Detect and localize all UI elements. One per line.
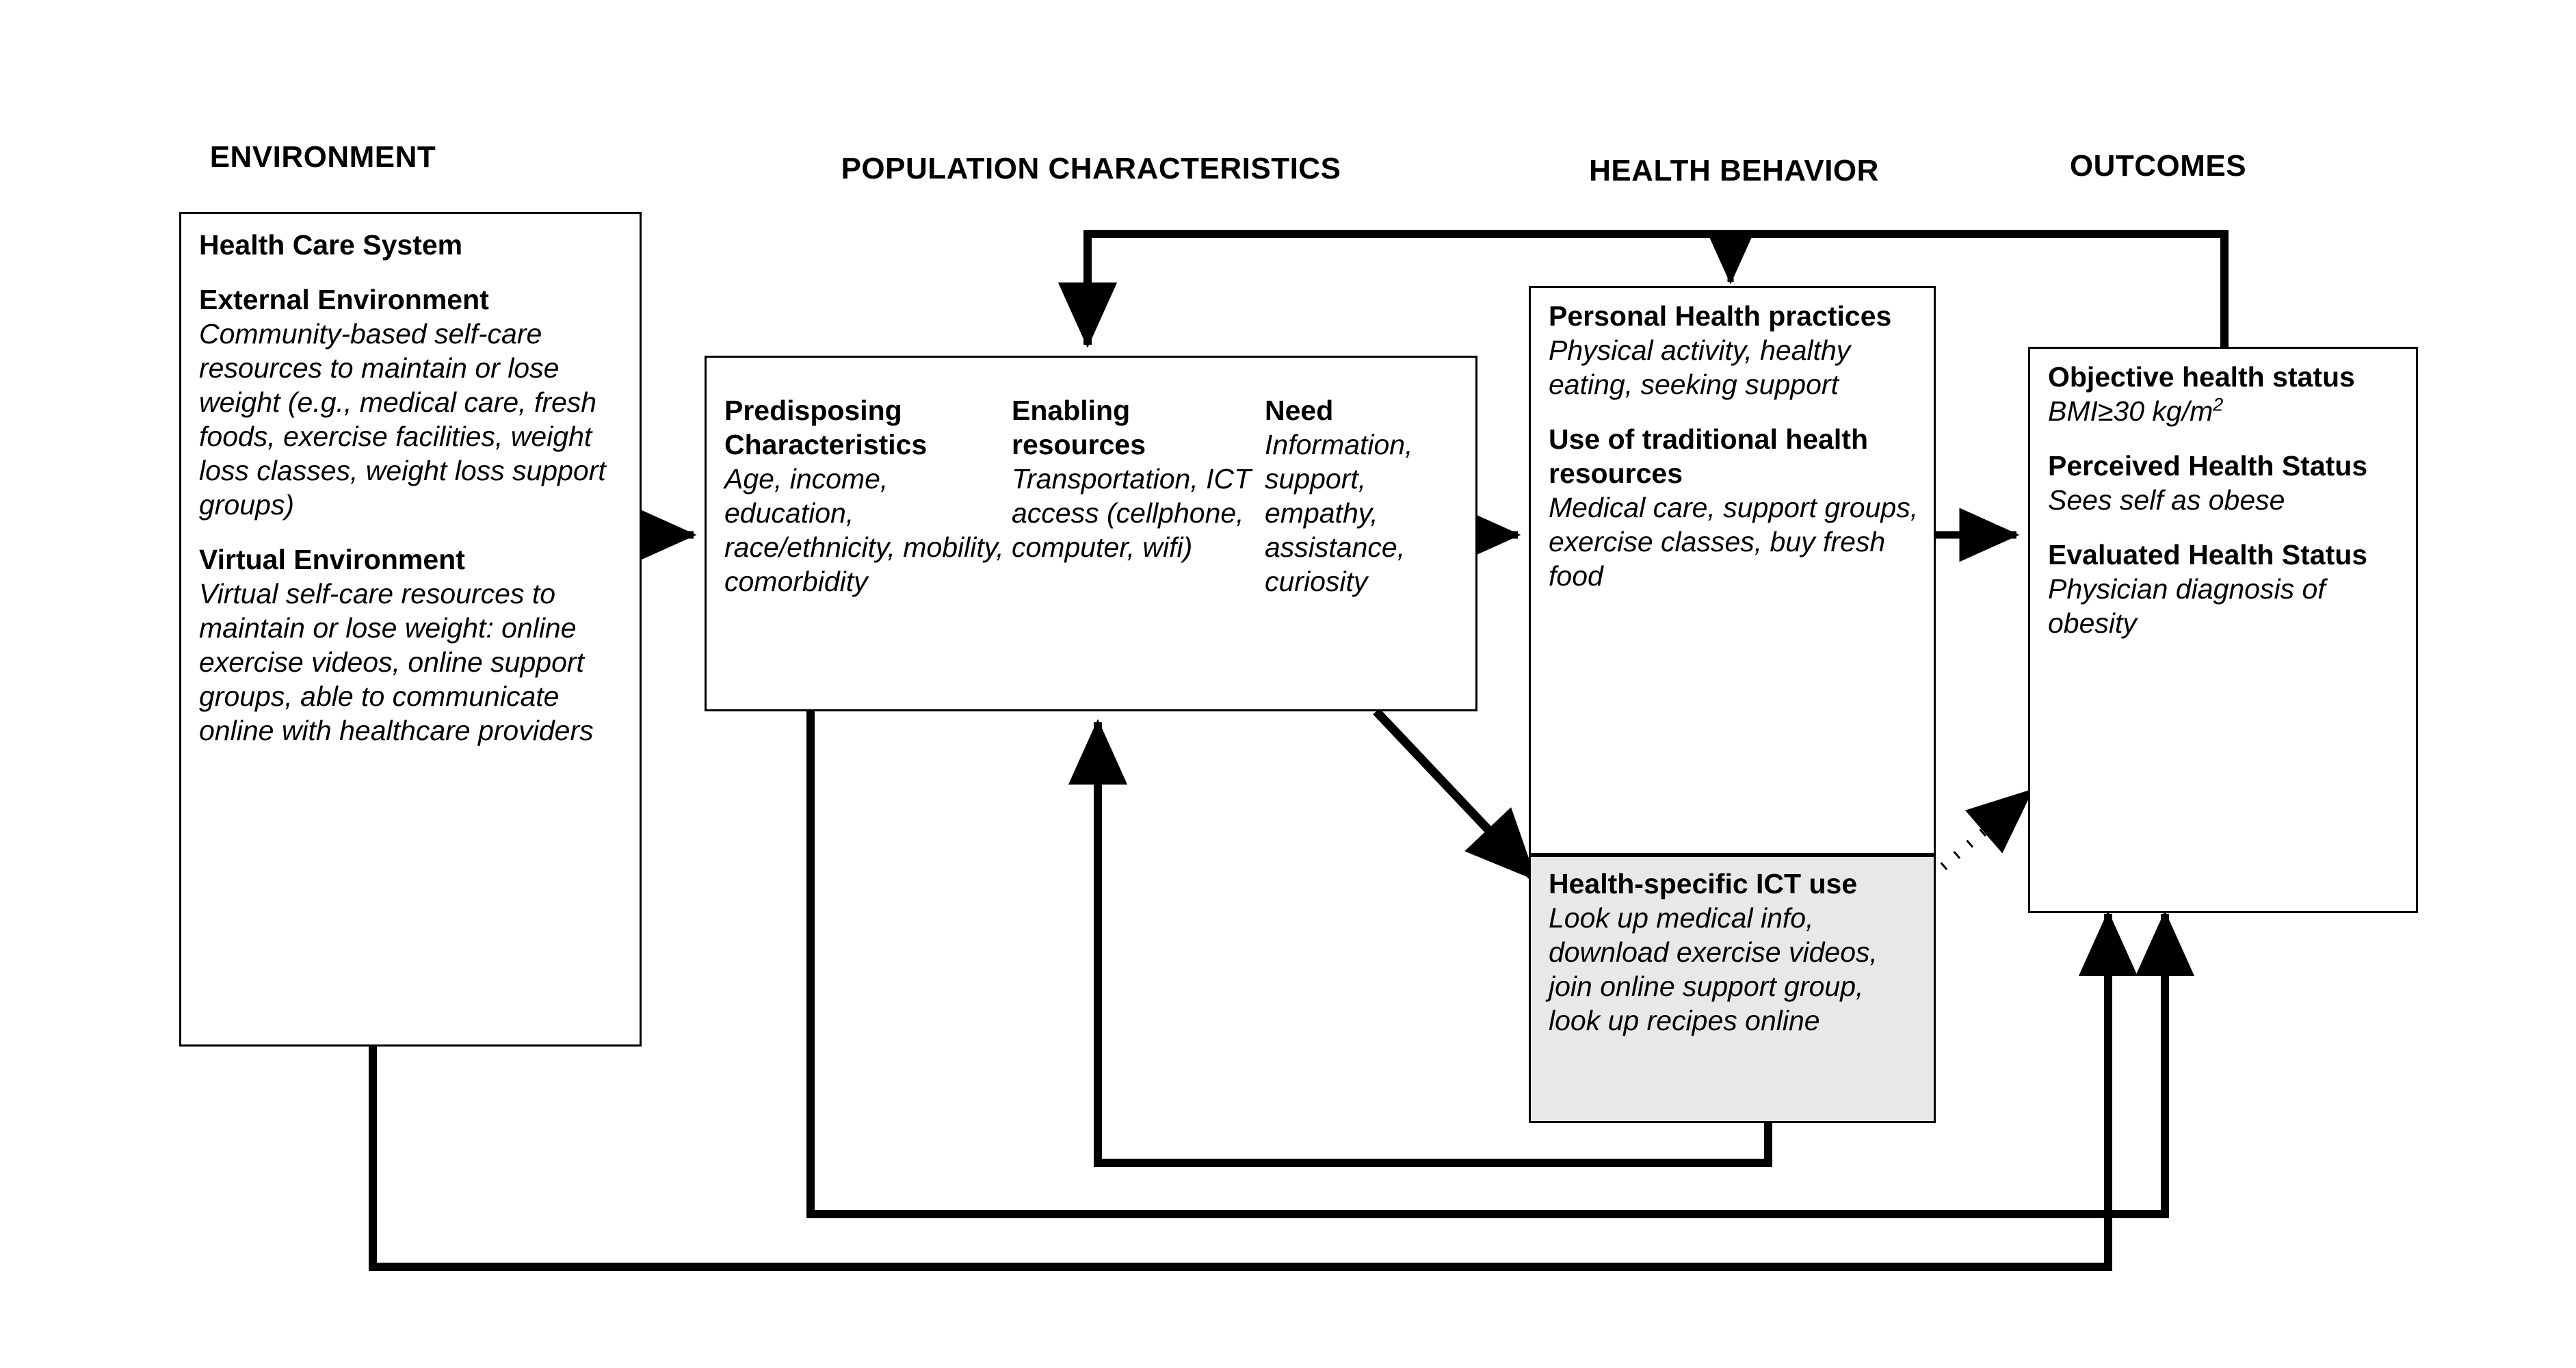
arrow-environment-feedback-to-outcomes-outer xyxy=(369,910,2138,1271)
health-specific-ict-use-box[interactable]: Health-specific ICT use Look up medical … xyxy=(1529,855,1936,1123)
outcomes-body-evaluated: Physician diagnosis of obesity xyxy=(2048,573,2326,640)
population-column-need: Need Information, support, empathy, assi… xyxy=(1265,393,1463,702)
column-heading-health-behavior: HEALTH BEHAVIOR xyxy=(1589,154,1879,187)
population-column-predisposing: Predisposing Characteristics Age, income… xyxy=(724,393,1012,702)
population-body-enabling: Transportation, ICT access (cellphone, c… xyxy=(1012,463,1252,564)
population-heading-enabling: Enabling resources xyxy=(1012,395,1146,461)
population-body-need: Information, support, empathy, assistanc… xyxy=(1265,429,1413,598)
behavior-body-traditional-resources: Medical care, support groups, exercise c… xyxy=(1549,492,1919,592)
population-body-predisposing: Age, income, education, race/ethnicity, … xyxy=(724,463,1004,598)
outcomes-body-perceived: Sees self as obese xyxy=(2048,484,2285,516)
outcomes-heading-objective: Objective health status xyxy=(2048,361,2355,393)
column-heading-environment: ENVIRONMENT xyxy=(209,140,436,174)
outcomes-heading-evaluated: Evaluated Health Status xyxy=(2048,539,2368,571)
outcomes-body-objective: BMI≥30 kg/m2 xyxy=(2048,394,2401,428)
environment-heading-virtual-environment: Virtual Environment xyxy=(199,544,465,576)
column-heading-population-characteristics: POPULATION CHARACTERISTICS xyxy=(841,152,1341,185)
environment-heading-external-environment: External Environment xyxy=(199,284,489,316)
column-heading-outcomes: OUTCOMES xyxy=(2069,149,2247,183)
ict-body: Look up medical info, download exercise … xyxy=(1549,902,1878,1037)
arrow-population-to-ict xyxy=(1373,708,1538,882)
environment-heading-health-care-system: Health Care System xyxy=(199,229,463,261)
behavior-heading-traditional-resources: Use of traditional health resources xyxy=(1549,423,1868,490)
outcomes-body-objective-text: BMI≥30 kg/m xyxy=(2048,395,2213,428)
outcomes-heading-perceived: Perceived Health Status xyxy=(2048,450,2368,482)
ict-heading: Health-specific ICT use xyxy=(1549,868,1858,899)
environment-body-external-environment: Community-based self-care resources to m… xyxy=(199,318,606,521)
population-heading-need: Need xyxy=(1265,395,1334,426)
population-column-enabling: Enabling resources Transportation, ICT a… xyxy=(1012,393,1265,702)
behavior-heading-personal-health-practices: Personal Health practices xyxy=(1549,300,1892,332)
arrow-ict-feedback-to-population xyxy=(1068,719,1772,1167)
behavior-body-personal-health-practices: Physical activity, healthy eating, seeki… xyxy=(1549,334,1851,401)
environment-body-virtual-environment: Virtual self-care resources to maintain … xyxy=(199,578,594,747)
health-behavior-box[interactable]: Personal Health practices Physical activ… xyxy=(1529,286,1936,855)
environment-box[interactable]: Health Care System External Environment … xyxy=(179,212,642,1047)
outcomes-box[interactable]: Objective health status BMI≥30 kg/m2 Per… xyxy=(2028,347,2418,913)
population-heading-predisposing: Predisposing Characteristics xyxy=(724,395,928,461)
arrow-outcomes-feedback-top-to-population xyxy=(1057,230,2229,348)
arrow-population-feedback-to-outcomes-inner xyxy=(806,711,2195,1218)
population-characteristics-box[interactable]: Predisposing Characteristics Age, income… xyxy=(705,356,1477,711)
outcomes-body-objective-exponent: 2 xyxy=(2213,394,2224,415)
